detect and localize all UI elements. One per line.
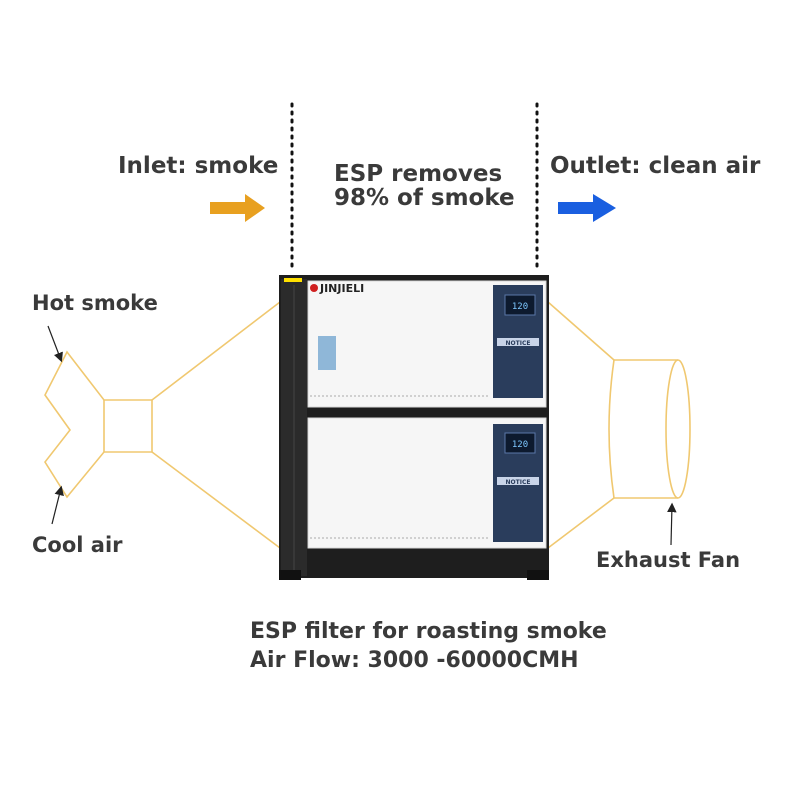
lower-notice-label: NOTICE bbox=[506, 479, 531, 486]
exhaust-fan-icon bbox=[665, 359, 691, 499]
outlet-label: Outlet: clean air bbox=[550, 153, 761, 179]
brand-logo-icon bbox=[310, 284, 318, 292]
warning-sticker-icon bbox=[318, 336, 336, 370]
upper-display-readout: 120 bbox=[512, 302, 528, 312]
upper-module: 120 NOTICE bbox=[307, 280, 547, 408]
inlet-taper-duct bbox=[151, 301, 281, 549]
lower-module: 120 NOTICE bbox=[307, 417, 547, 549]
y-junction-duct bbox=[44, 350, 153, 499]
esp-removes-label: ESP removes bbox=[334, 161, 503, 187]
lower-display-readout: 120 bbox=[512, 440, 528, 450]
exhaust-fan-label: Exhaust Fan bbox=[596, 548, 741, 572]
hot-smoke-pointer bbox=[47, 325, 63, 363]
caption-title: ESP filter for roasting smoke bbox=[250, 619, 607, 644]
esp-percent-label: 98% of smoke bbox=[334, 185, 515, 211]
brand-name: JINJIELI bbox=[319, 282, 364, 295]
cool-air-pointer bbox=[51, 485, 64, 525]
exhaust-fan-pointer bbox=[667, 502, 677, 546]
cool-air-label: Cool air bbox=[32, 533, 123, 557]
inlet-label: Inlet: smoke bbox=[118, 153, 279, 179]
inlet-arrow-icon bbox=[210, 194, 265, 222]
upper-notice-label: NOTICE bbox=[506, 340, 531, 347]
hot-smoke-label: Hot smoke bbox=[32, 291, 158, 315]
exhaust-fan-housing bbox=[608, 359, 678, 499]
caption-airflow: Air Flow: 3000 -60000CMH bbox=[250, 648, 579, 673]
outlet-arrow-icon bbox=[558, 194, 616, 222]
outlet-taper-duct bbox=[547, 301, 615, 549]
